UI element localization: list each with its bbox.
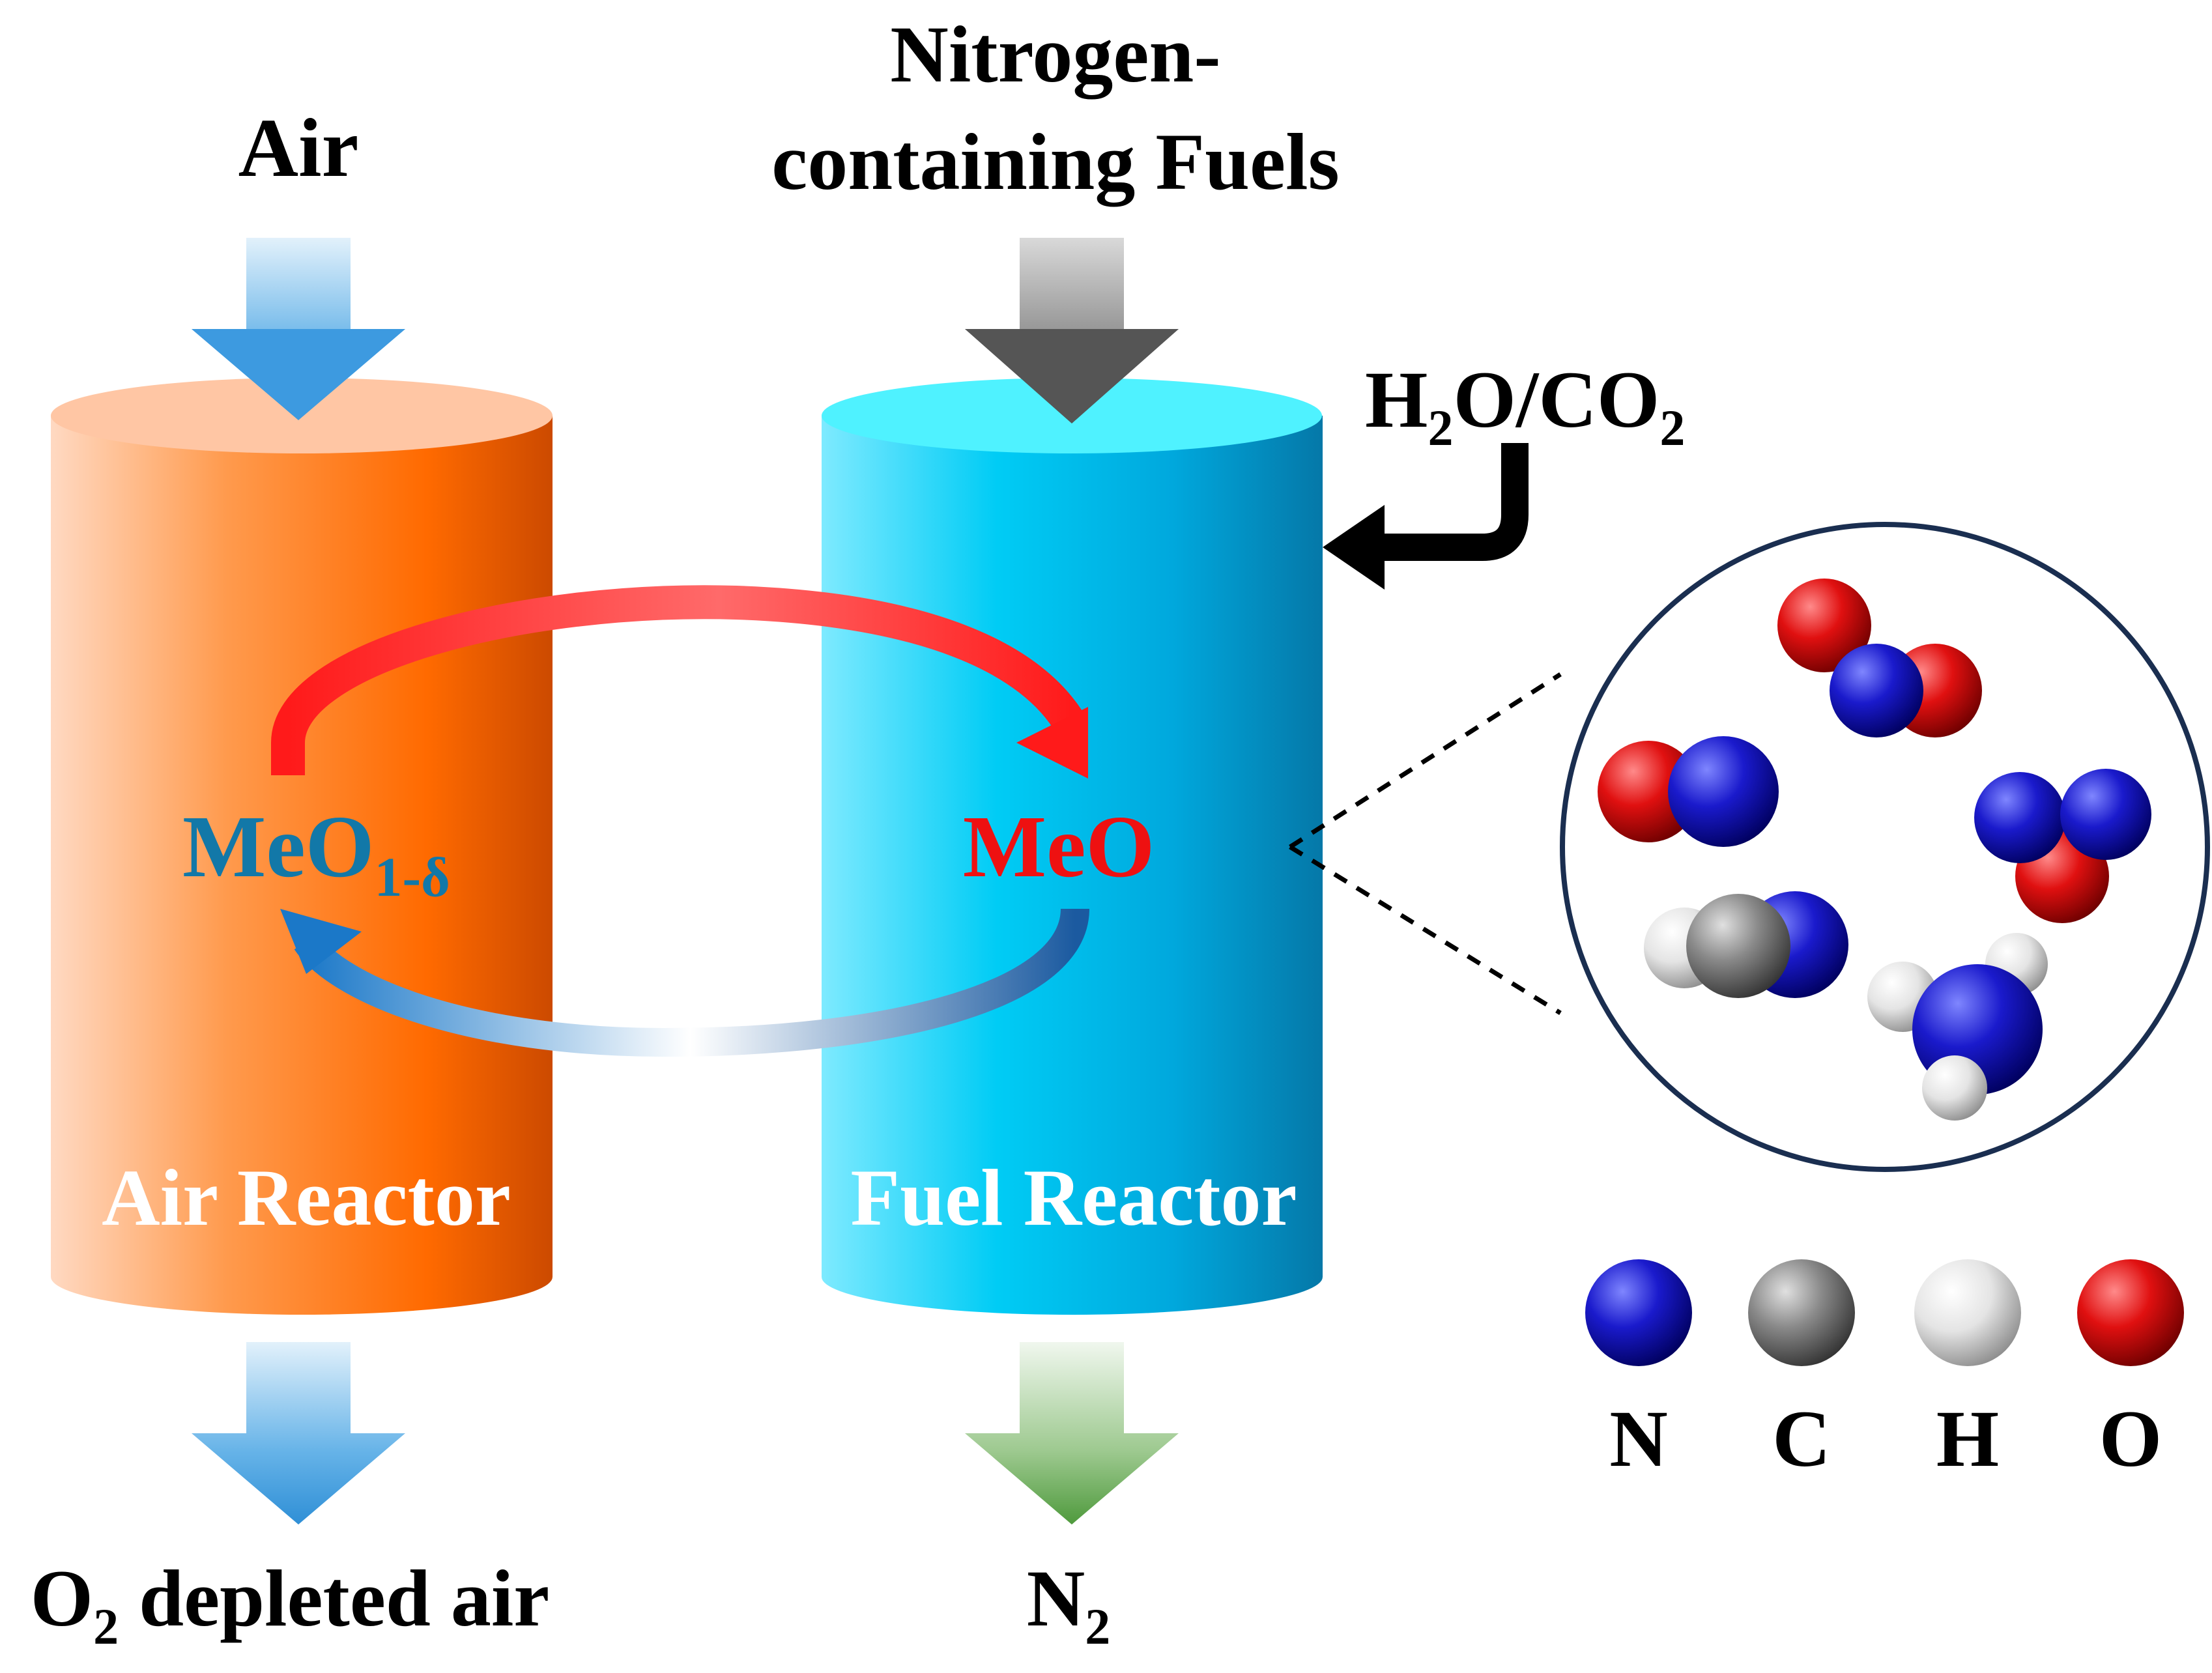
hcn-molecule <box>1644 891 1848 998</box>
air-reactor-label: Air Reactor <box>102 1153 511 1242</box>
legend-sphere-c <box>1748 1259 1855 1366</box>
fuel-outlet-arrow <box>965 1342 1179 1524</box>
oxidized-carrier-label: MeO <box>963 798 1155 896</box>
air-outlet-arrow <box>192 1342 405 1524</box>
h2o-co2-label: H2O/CO2 <box>1365 355 1685 456</box>
legend-label-o: O <box>2099 1394 2162 1483</box>
no2-molecule <box>1777 579 1982 737</box>
nh3-molecule <box>1867 933 2048 1121</box>
no-molecule <box>1598 736 1779 847</box>
fuel-input-label-line2: containing Fuels <box>771 117 1340 207</box>
h2o-co2-feed-arrow <box>1323 443 1529 590</box>
reduction-arrow <box>280 908 1089 1057</box>
legend-label-n: N <box>1609 1394 1668 1483</box>
air-inlet-arrow-tip <box>192 329 405 420</box>
fuel-reactor-label: Fuel Reactor <box>850 1153 1297 1242</box>
legend-label-c: C <box>1772 1394 1831 1483</box>
fuel-output-label: N2 <box>1027 1554 1111 1655</box>
oxidation-arrow <box>271 585 1088 779</box>
zoom-lines <box>1289 672 1562 1015</box>
air-output-label: O2 depleted air <box>31 1554 550 1655</box>
air-input-label: Air <box>238 102 359 194</box>
legend-label-h: H <box>1936 1394 1999 1483</box>
molecule-zoom-circle <box>1560 522 2210 1172</box>
fuel-inlet-arrow-tip <box>965 329 1179 423</box>
legend-sphere-h <box>1914 1259 2021 1366</box>
legend-sphere-o <box>2077 1259 2184 1366</box>
fuel-input-label-line1: Nitrogen- <box>890 10 1220 100</box>
reduced-carrier-label: MeO1-δ <box>182 798 450 908</box>
n2o-molecule <box>1974 769 2151 923</box>
legend-sphere-n <box>1585 1259 1692 1366</box>
